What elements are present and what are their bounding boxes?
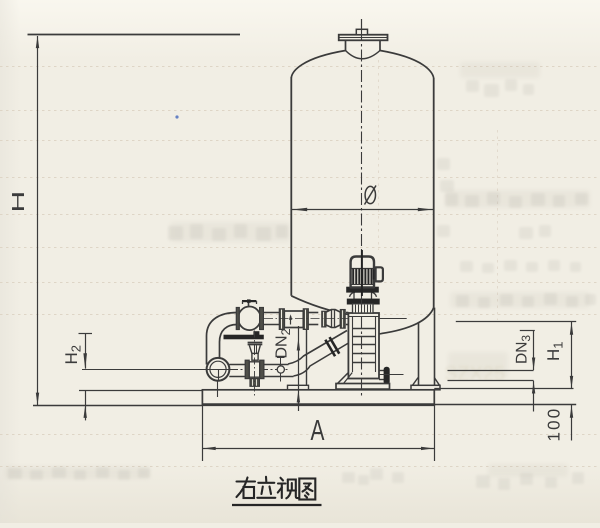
svg-text:A: A <box>311 415 325 447</box>
svg-text:SZX25: SZX25 <box>444 363 505 385</box>
svg-text:DN3: DN3 <box>514 335 534 364</box>
svg-text:H: H <box>9 191 28 213</box>
svg-text:DN2: DN2 <box>274 328 294 358</box>
svg-text:100: 100 <box>545 407 564 442</box>
